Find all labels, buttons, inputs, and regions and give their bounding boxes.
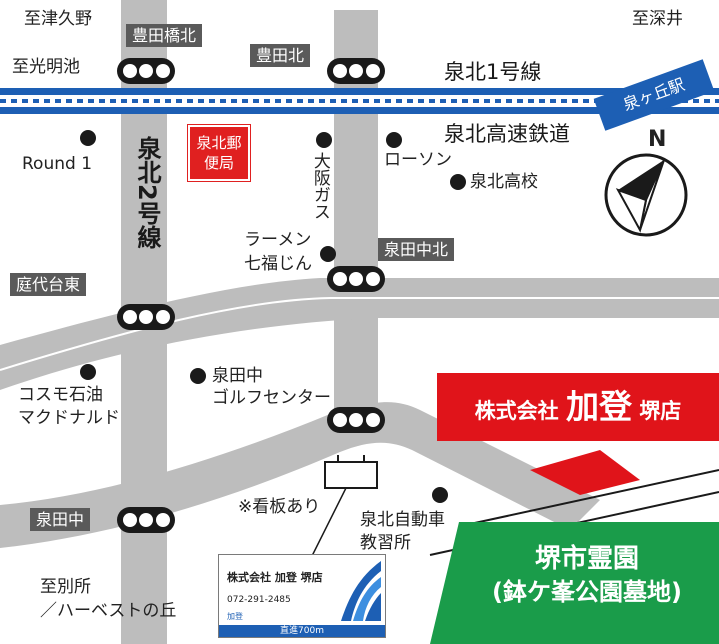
company-branch: 堺店 [639, 399, 682, 423]
place-round1: Round 1 [22, 154, 93, 174]
road-niwashiro [0, 278, 719, 390]
direction-betsusho: 至別所 [40, 577, 91, 597]
cemetery-name: 堺市霊園 [534, 544, 639, 574]
place-driving-school-1: 泉北自動車 [360, 510, 445, 530]
billboard: 株式会社 加登 堺店 072-291-2485 加登 直進700m [218, 554, 386, 638]
place-cosmo-2: マクドナルド [18, 408, 120, 428]
company-banner: 株式会社 加登 堺店 [437, 373, 719, 441]
direction-fukai: 至深井 [632, 9, 683, 29]
intersection-izumita-naka: 泉田中 [30, 508, 91, 531]
main-road-line-1 [469, 469, 719, 525]
landmark-dot-icon [316, 132, 332, 148]
place-ramen-2: 七福じん [244, 254, 312, 274]
road-lane-upper [0, 297, 719, 371]
billboard-logo: 加登 [227, 612, 243, 621]
company-prefix: 株式会社 [474, 399, 559, 423]
intersection-toyotabashi-kita: 豊田橋北 [126, 24, 203, 47]
billboard-wave-icon [341, 561, 381, 621]
sign-post [324, 461, 378, 489]
landmark-dot-icon [386, 132, 402, 148]
road-name-senboku-2: 泉北2号線 [132, 136, 162, 249]
traffic-signal-icon [117, 58, 175, 84]
rail-band-inner [0, 95, 719, 107]
sign-leader [309, 487, 347, 561]
place-driving-school-2: 教習所 [360, 533, 411, 553]
traffic-signal-icon [117, 304, 175, 330]
place-osaka-gas: 大阪ガス [309, 152, 330, 220]
compass-icon [604, 153, 688, 237]
company-name: 加登 [566, 387, 632, 426]
place-high-school: 泉北高校 [470, 172, 538, 192]
place-golf-1: 泉田中 [212, 366, 263, 386]
landmark-dot-icon [432, 487, 448, 503]
intersection-izumita-naka-kita: 泉田中北 [378, 238, 455, 261]
rail-line-name: 泉北1号線 [444, 60, 542, 84]
intersection-niwashiro-higashi: 庭代台東 [10, 273, 87, 296]
company-pointer [530, 450, 640, 495]
signboard-note: ※看板あり [238, 497, 321, 517]
traffic-signal-icon [327, 266, 385, 292]
place-lawson: ローソン [384, 150, 452, 170]
place-cosmo-1: コスモ石油 [18, 385, 103, 405]
landmark-dot-icon [80, 130, 96, 146]
intersection-toyota-kita: 豊田北 [250, 44, 311, 67]
post-office-label: 泉北郵便局 [188, 125, 250, 181]
landmark-dot-icon [80, 364, 96, 380]
landmark-dot-icon [190, 368, 206, 384]
landmark-dot-icon [320, 246, 336, 262]
billboard-company: 株式会社 加登 堺店 [227, 571, 323, 584]
landmark-dot-icon [450, 174, 466, 190]
direction-tsukuno: 至津久野 [24, 9, 92, 29]
cemetery-subname: (鉢ケ峯公園墓地) [492, 578, 682, 606]
compass-north-label: N [648, 127, 667, 152]
place-ramen-1: ラーメン [244, 230, 312, 250]
traffic-signal-icon [327, 58, 385, 84]
direction-komyoike: 至光明池 [12, 57, 80, 77]
billboard-direction: 直進700m [219, 625, 385, 637]
billboard-phone: 072-291-2485 [227, 595, 291, 605]
railway-name: 泉北高速鉄道 [444, 122, 570, 146]
direction-harvest: ／ハーベストの丘 [40, 601, 177, 621]
traffic-signal-icon [117, 507, 175, 533]
cemetery-area: 堺市霊園 (鉢ケ峯公園墓地) [430, 522, 719, 644]
place-golf-2: ゴルフセンター [212, 388, 331, 408]
traffic-signal-icon [327, 407, 385, 433]
